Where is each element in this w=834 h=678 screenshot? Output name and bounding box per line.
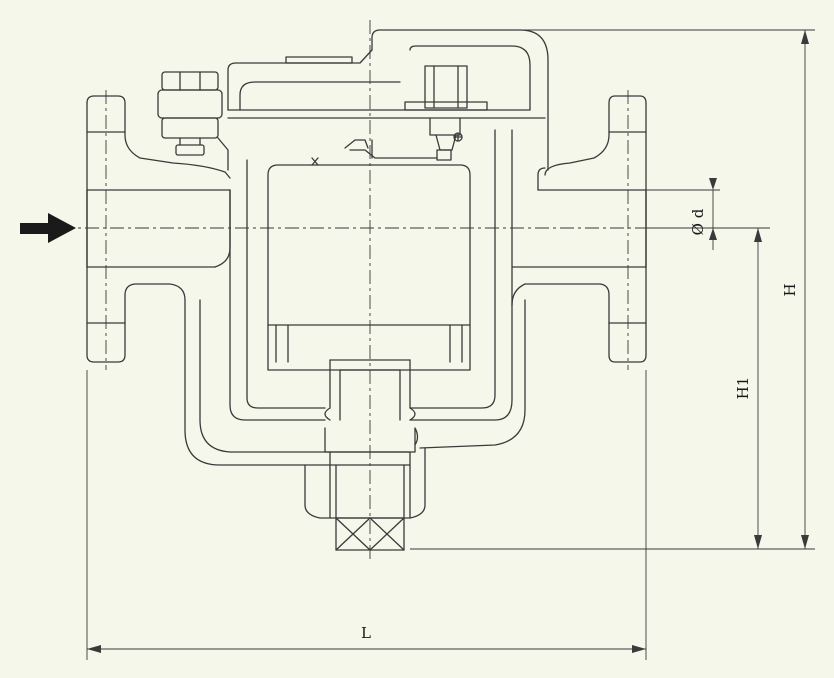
bottom-fitting [304, 359, 426, 519]
lever-arm [344, 139, 438, 159]
trap-body [184, 29, 549, 466]
cover-bolt [157, 71, 229, 171]
right-flange [511, 95, 647, 363]
inverted-bucket [267, 157, 471, 371]
dimension-label-h: H [781, 283, 799, 296]
valve-seat [404, 65, 488, 161]
dimension-label-diameter: Ø d [689, 208, 707, 235]
dimension-label-l: L [361, 624, 371, 642]
dimension-lines [86, 29, 815, 660]
left-flange [86, 95, 231, 363]
center-lines [60, 20, 660, 560]
dimension-label-h1: H1 [734, 377, 752, 400]
arrow-right-icon [20, 213, 76, 243]
dimension-arrowheads [87, 30, 809, 653]
